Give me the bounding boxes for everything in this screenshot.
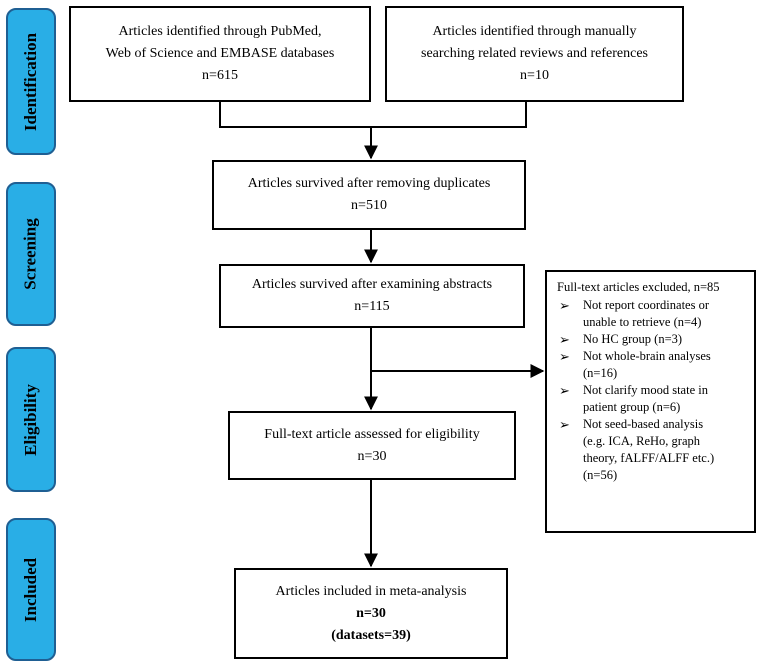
box-text: Articles included in meta-analysis bbox=[275, 583, 467, 599]
arrow-bullet-icon: ➢ bbox=[559, 298, 570, 313]
arrow-bullet-icon: ➢ bbox=[559, 383, 570, 398]
stage-identification: Identification bbox=[6, 8, 56, 155]
box-text: Articles identified through manually bbox=[432, 24, 637, 39]
list-item-text: No HC group (n=3) bbox=[583, 332, 683, 346]
box-text: Articles identified through PubMed, bbox=[118, 24, 322, 39]
list-item-text: patient group (n=6) bbox=[583, 400, 681, 414]
box-manual-search: Articles identified through manually sea… bbox=[385, 6, 684, 102]
excluded-list: ➢ Not report coordinates or unable to re… bbox=[557, 297, 748, 484]
stage-label: Eligibility bbox=[21, 383, 41, 456]
stage-label: Included bbox=[21, 557, 40, 622]
list-item-text: Not clarify mood state in bbox=[583, 383, 708, 397]
list-item-text: (n=56) bbox=[583, 468, 618, 482]
list-item-text: Not seed-based analysis bbox=[583, 417, 704, 431]
list-item-text: Not report coordinates or bbox=[583, 298, 710, 312]
merge-connector bbox=[219, 101, 527, 160]
list-item: ➢ Not clarify mood state in patient grou… bbox=[557, 382, 748, 416]
box-datasets: (datasets=39) bbox=[331, 627, 411, 643]
box-text: Full-text article assessed for eligibili… bbox=[264, 426, 480, 442]
box-text: searching related reviews and references bbox=[421, 46, 648, 61]
excluded-title: Full-text articles excluded, n=85 bbox=[557, 280, 720, 294]
box-database-search: Articles identified through PubMed, Web … bbox=[69, 6, 371, 102]
list-item-text: theory, fALFF/ALFF etc.) bbox=[583, 451, 715, 465]
box-text: Web of Science and EMBASE databases bbox=[105, 46, 335, 61]
stage-included: Included bbox=[6, 518, 56, 661]
box-count: n=615 bbox=[202, 68, 238, 83]
box-count: n=30 bbox=[356, 605, 386, 621]
stage-label: Identification bbox=[21, 32, 41, 131]
box-text: Articles survived after examining abstra… bbox=[251, 277, 493, 292]
box-count: n=10 bbox=[520, 68, 549, 83]
box-after-abstracts: Articles survived after examining abstra… bbox=[219, 264, 525, 328]
stage-label: Screening bbox=[21, 218, 40, 290]
list-item-text: (n=16) bbox=[583, 366, 618, 380]
list-item-text: unable to retrieve (n=4) bbox=[583, 315, 702, 329]
box-fulltext-assessed: Full-text article assessed for eligibili… bbox=[228, 411, 516, 480]
box-excluded: Full-text articles excluded, n=85 ➢ Not … bbox=[545, 270, 756, 533]
stage-eligibility: Eligibility bbox=[6, 347, 56, 492]
box-included: Articles included in meta-analysis n=30 … bbox=[234, 568, 508, 659]
list-item: ➢ No HC group (n=3) bbox=[557, 331, 748, 348]
box-count: n=30 bbox=[357, 448, 387, 464]
box-text: Articles survived after removing duplica… bbox=[247, 176, 491, 191]
list-item: ➢ Not seed-based analysis (e.g. ICA, ReH… bbox=[557, 416, 748, 484]
box-count: n=510 bbox=[351, 198, 387, 213]
list-item: ➢ Not whole-brain analyses (n=16) bbox=[557, 348, 748, 382]
list-item-text: (e.g. ICA, ReHo, graph bbox=[583, 434, 700, 448]
list-item-text: Not whole-brain analyses bbox=[583, 349, 711, 363]
box-count: n=115 bbox=[354, 299, 390, 314]
box-after-duplicates: Articles survived after removing duplica… bbox=[212, 160, 526, 230]
list-item: ➢ Not report coordinates or unable to re… bbox=[557, 297, 748, 331]
stage-screening: Screening bbox=[6, 182, 56, 326]
arrow-bullet-icon: ➢ bbox=[559, 417, 570, 432]
arrow-bullet-icon: ➢ bbox=[559, 332, 570, 347]
arrow-bullet-icon: ➢ bbox=[559, 349, 570, 364]
